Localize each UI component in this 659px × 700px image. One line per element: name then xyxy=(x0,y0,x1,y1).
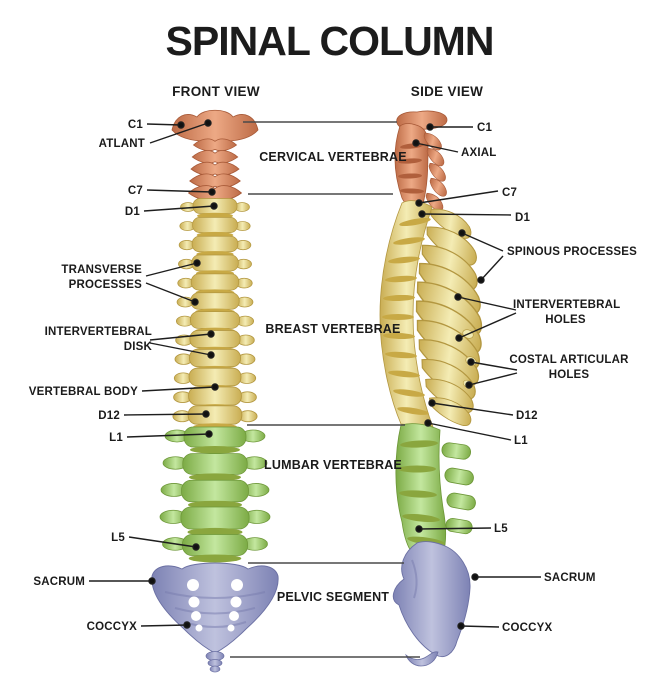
label-region-lumbar-vertebrae: LUMBAR VERTEBRAE xyxy=(264,458,402,472)
label-front-d1: D1 xyxy=(124,206,140,218)
side-cervical-section xyxy=(394,110,451,213)
label-front-c7: C7 xyxy=(127,185,143,197)
label-side-d1: D1 xyxy=(515,212,531,224)
label-region-breast-vertebrae: BREAST VERTEBRAE xyxy=(265,322,401,336)
region-divider-lines xyxy=(230,121,420,658)
side-spine xyxy=(379,110,490,667)
label-side-c7: C7 xyxy=(502,187,518,199)
side-lumbar-section xyxy=(395,423,478,555)
front-sacrum-coccyx xyxy=(151,562,279,673)
front-lumbar-section xyxy=(159,426,271,563)
label-side-l5: L5 xyxy=(494,523,508,535)
label-front-l1: L1 xyxy=(109,432,123,444)
label-side-d12: D12 xyxy=(516,410,538,422)
label-side-costal-articular-holes: COSTAL ARTICULAR HOLES xyxy=(509,354,629,381)
label-front-sacrum: SACRUM xyxy=(33,576,85,588)
label-front-d12: D12 xyxy=(98,410,120,422)
label-side-spinous-processes: SPINOUS PROCESSES xyxy=(507,246,637,258)
label-side-c1: C1 xyxy=(477,122,493,134)
side-view-heading: SIDE VIEW xyxy=(410,84,484,99)
page-title: SPINAL COLUMN xyxy=(165,18,495,64)
label-front-transverse-processes: TRANSVERSE PROCESSES xyxy=(61,264,142,291)
label-side-coccyx: COCCYX xyxy=(502,622,553,634)
label-front-vertebral-body: VERTEBRAL BODY xyxy=(28,386,138,398)
label-front-intervertebral-disk: INTERVERTEBRAL DISK xyxy=(44,326,152,353)
label-side-axial: AXIAL xyxy=(461,147,497,159)
label-front-c1: C1 xyxy=(127,119,143,131)
label-front-atlant: ATLANT xyxy=(98,138,145,150)
label-side-l1: L1 xyxy=(514,435,528,447)
side-sacrum-coccyx xyxy=(392,541,471,667)
label-front-l5: L5 xyxy=(111,532,125,544)
label-side-intervertebral-holes: INTERVERTEBRAL HOLES xyxy=(513,299,621,326)
label-side-sacrum: SACRUM xyxy=(544,572,596,584)
front-view-heading: FRONT VIEW xyxy=(172,84,260,99)
side-thoracic-section xyxy=(379,200,490,428)
front-thoracic-section xyxy=(172,198,258,432)
label-region-pelvic-segment: PELVIC SEGMENT xyxy=(276,590,390,604)
label-front-coccyx: COCCYX xyxy=(86,621,137,633)
front-spine xyxy=(151,109,279,673)
leader-lines xyxy=(89,119,541,630)
label-region-cervical-vertebrae: CERVICAL VERTEBRAE xyxy=(259,150,407,164)
front-cervical-section xyxy=(171,109,259,201)
